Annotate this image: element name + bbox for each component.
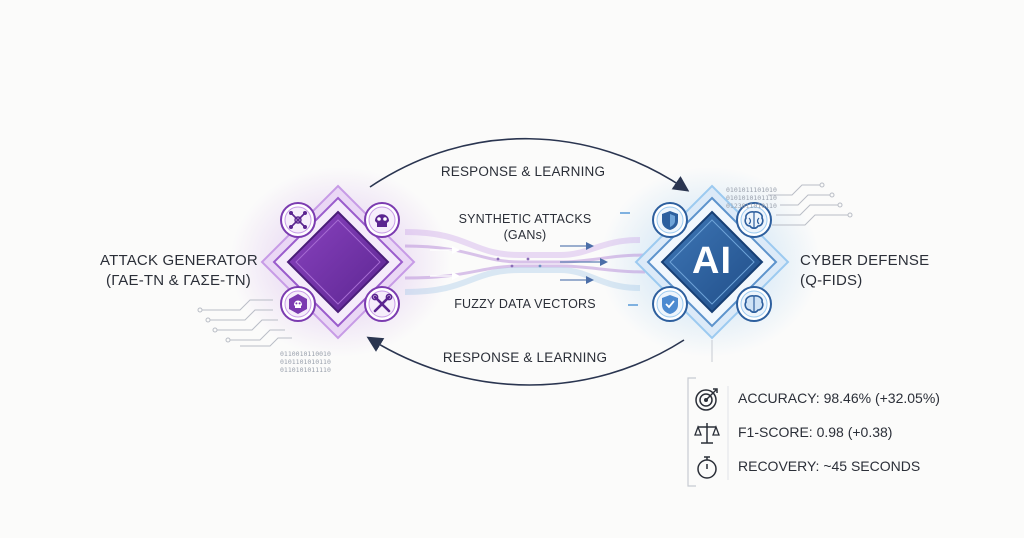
target-icon xyxy=(695,388,718,411)
metric-recovery-text: RECOVERY: ~45 SECONDS xyxy=(738,458,921,474)
fuzzy-data-vectors-label: FUZZY DATA VECTORS xyxy=(454,297,596,311)
ai-label: AI xyxy=(692,240,732,282)
cyber-defense-subtitle: (Q-FIDS) xyxy=(800,272,863,289)
metrics-panel: ACCURACY: 98.46% (+32.05%) F1-SCORE: 0.9… xyxy=(688,378,958,486)
attack-generator-subtitle: (ΓΑΕ-ΤΝ & ΓΑΣΕ-ΤΝ) xyxy=(106,272,251,289)
tools-icon xyxy=(364,286,400,322)
skull-badge-icon xyxy=(280,286,316,322)
cyber-defense-title: CYBER DEFENSE xyxy=(800,252,930,269)
attack-circuit-lines xyxy=(197,299,292,347)
metric-f1: F1-SCORE: 0.98 (+0.38) xyxy=(688,418,958,446)
network-crosshair-icon xyxy=(280,202,316,238)
balance-scale-icon xyxy=(694,423,720,444)
shield-icon xyxy=(652,202,688,238)
metric-recovery: RECOVERY: ~45 SECONDS xyxy=(688,452,958,480)
attack-generator-title: ATTACK GENERATOR xyxy=(100,252,258,269)
bottom-arrow-label: RESPONSE & LEARNING xyxy=(442,350,608,365)
brain-chip-icon xyxy=(736,286,772,322)
gans-label: (GANs) xyxy=(503,228,547,242)
metric-accuracy: ACCURACY: 98.46% (+32.05%) xyxy=(688,384,958,412)
metric-f1-text: F1-SCORE: 0.98 (+0.38) xyxy=(738,424,893,440)
stopwatch-icon xyxy=(697,456,717,479)
shield-check-icon xyxy=(652,286,688,322)
defense-circuit-lines xyxy=(711,182,853,362)
brain-icon xyxy=(736,202,772,238)
data-stream xyxy=(404,212,646,306)
synthetic-attacks-label: SYNTHETIC ATTACKS xyxy=(458,212,592,226)
top-arrow-label: RESPONSE & LEARNING xyxy=(440,164,606,179)
bottom-learning-arrow xyxy=(366,336,685,386)
skull-icon xyxy=(364,202,400,238)
metric-accuracy-text: ACCURACY: 98.46% (+32.05%) xyxy=(738,390,940,406)
metrics-bracket xyxy=(687,377,696,487)
top-learning-arrow xyxy=(369,137,690,192)
